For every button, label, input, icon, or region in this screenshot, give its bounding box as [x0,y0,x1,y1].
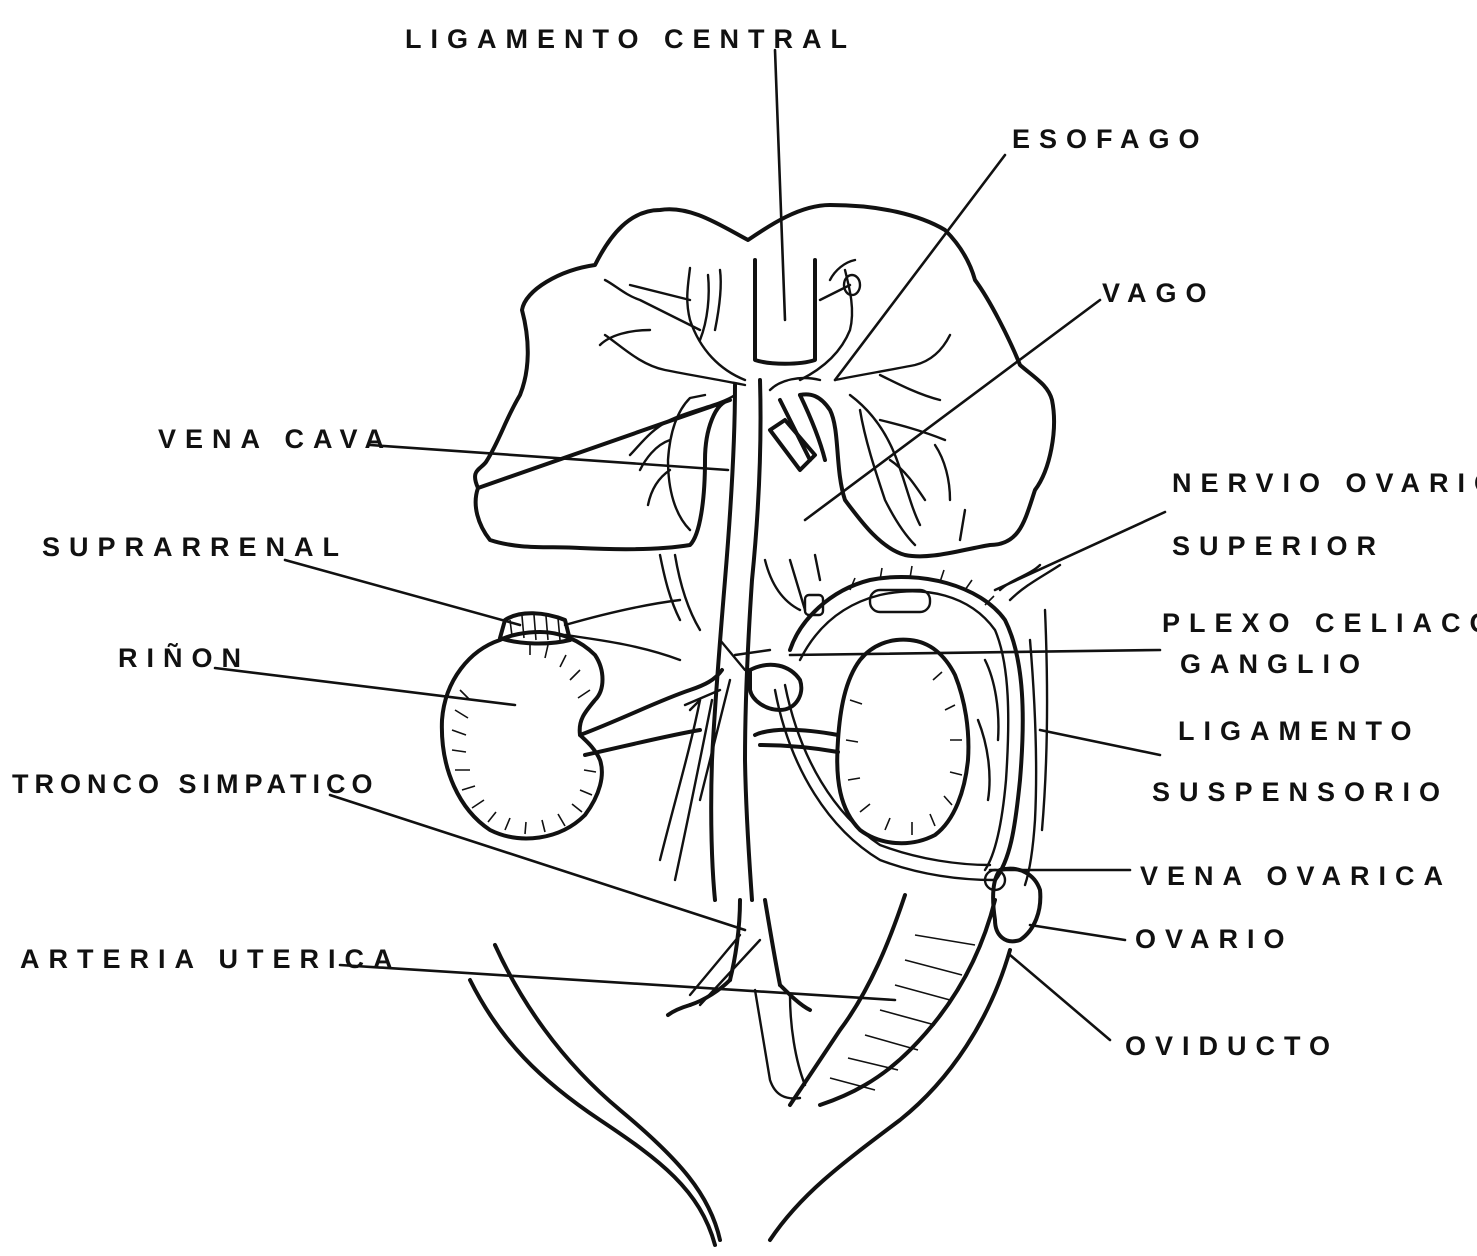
sympathetic-trunk [660,680,730,880]
anatomy-illustration [442,205,1060,1245]
leader-ligamento-central [775,50,785,320]
label-arteria-uterica: ARTERIA UTERICA [20,944,402,974]
label-oviducto: OVIDUCTO [1125,1031,1339,1061]
label-vena-ovarica: VENA OVARICA [1140,861,1452,891]
label-ligamento-suspensorio-2: SUSPENSORIO [1152,777,1449,807]
leader-ovario [1030,925,1125,940]
label-ligamento-central: LIGAMENTO CENTRAL [405,24,856,54]
ovary [993,869,1040,942]
label-suprarrenal: SUPRARRENAL [42,532,348,562]
label-tronco-simpatico: TRONCO SIMPATICO [12,769,379,799]
label-vago: VAGO [1102,278,1216,308]
label-rinon: RIÑON [118,642,250,673]
leader-vena-cava [370,445,728,470]
label-nervio-ovarico-1: NERVIO OVARICO [1172,468,1477,498]
liver-outline [475,205,1054,556]
leader-ligamento-suspensorio [1040,730,1160,755]
label-esofago: ESOFAGO [1012,124,1209,154]
leader-esofago [835,155,1005,380]
leader-rinon [215,668,515,705]
leader-tronco-simpatico [330,795,745,930]
label-vena-cava: VENA CAVA [158,424,393,454]
label-nervio-ovarico-2: SUPERIOR [1172,531,1385,561]
leader-arteria-uterica [340,965,895,1000]
body-wall-outline [495,945,720,1240]
celiac-plexus [750,665,801,710]
leader-suprarrenal [285,560,520,625]
leader-oviducto [1010,955,1110,1040]
label-ligamento-suspensorio-1: LIGAMENTO [1178,716,1421,746]
leader-plexo-celiaco [790,650,1160,655]
uterine-artery [668,1005,690,1015]
label-ovario: OVARIO [1135,924,1294,954]
labels: LIGAMENTO CENTRAL ESOFAGO VAGO VENA CAVA… [12,24,1477,1061]
label-plexo-celiaco-2: GANGLIO [1180,649,1369,679]
label-plexo-celiaco-1: PLEXO CELIACO Y [1162,608,1477,638]
aorta-lower [730,900,780,985]
